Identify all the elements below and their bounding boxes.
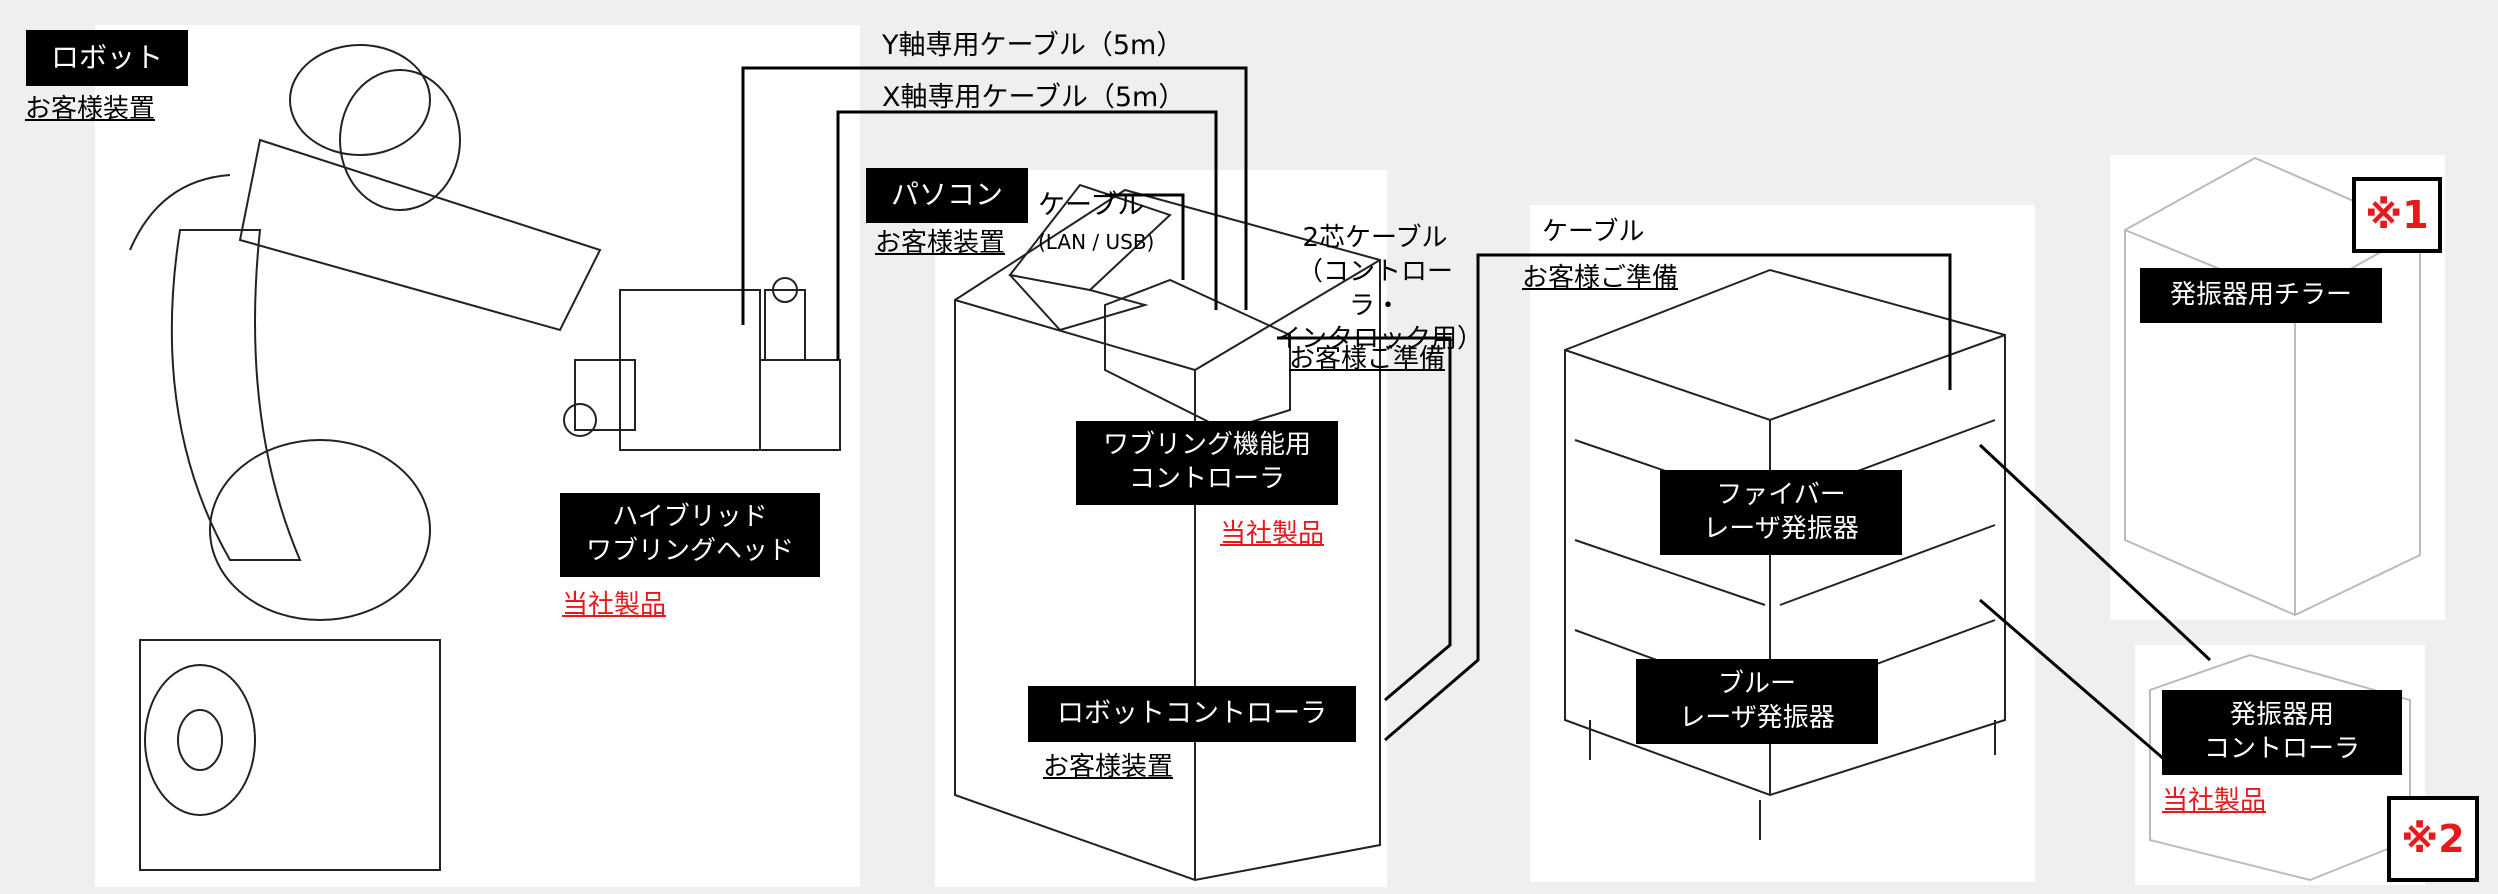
oscillator-rack: [1564, 268, 2006, 797]
osc-ctrl-label: 発振器用 コントローラ: [2162, 690, 2402, 775]
lan-usb-cable-small: (LAN / USB): [1038, 230, 1155, 255]
osc-ctrl-owner-note: 当社製品: [2162, 786, 2267, 816]
osc-ctrl-cable-2: [1979, 598, 2166, 762]
x-axis-cable: [836, 110, 1218, 360]
note-2-badge: ※2: [2387, 796, 2479, 882]
robot-base: [139, 639, 441, 871]
two-core-cable-owner-note: お客様ご準備: [1289, 344, 1446, 374]
robot-ctrl-owner-note: お客様装置: [1043, 752, 1174, 782]
pc-owner-note: お客様装置: [875, 228, 1006, 258]
laptop: [1008, 183, 1172, 292]
robot-owner-note: お客様装置: [25, 94, 156, 124]
two-core-cable: [1277, 336, 1452, 702]
robot-waist: [209, 439, 431, 621]
chiller-label: 発振器用チラー: [2140, 268, 2382, 323]
robot-lower-arm: [170, 229, 302, 561]
two-core-cable-label: 2芯ケーブル （コントローラ・ インタロック用）: [1275, 223, 1484, 355]
y-axis-cable: [741, 66, 1248, 325]
y-axis-cable-label: Y軸専用ケーブル（5m）: [882, 30, 1184, 61]
osc-ctrl-cable-1: [1978, 443, 2212, 662]
robot-upper-arm: [238, 138, 602, 332]
wobble-ctrl-owner-note: 当社製品: [1220, 519, 1325, 549]
lan-usb-cable-label: ケーブル (LAN / USB): [1038, 153, 1154, 258]
chiller-box: [2124, 156, 2421, 617]
robot-ctrl-label: ロボットコントローラ: [1028, 686, 1356, 742]
wobble-ctrl-box: [1104, 278, 1291, 432]
robot-label: ロボット: [26, 30, 188, 86]
fiber-laser-label: ファイバー レーザ発振器: [1660, 470, 1902, 555]
head-owner-note: 当社製品: [562, 590, 667, 620]
pc-panel: [935, 170, 1387, 887]
robot-shoulder: [289, 44, 431, 156]
right-cable-owner-note: お客様ご準備: [1522, 263, 1679, 293]
right-cable-label: ケーブル: [1542, 217, 1645, 247]
blue-laser-label: ブルー レーザ発振器: [1636, 659, 1878, 744]
wobbling-head: [619, 289, 761, 451]
head-label: ハイブリッド ワブリングヘッド: [560, 493, 820, 577]
lan-usb-cable: [1105, 193, 1185, 280]
wobble-ctrl-label: ワブリング機能用 コントローラ: [1076, 421, 1338, 505]
robot-base-disc: [144, 664, 256, 816]
note-1-badge: ※1: [2352, 177, 2442, 253]
pc-cabinet: [954, 188, 1381, 882]
lan-usb-cable-main: ケーブル: [1038, 190, 1145, 222]
x-axis-cable-label: X軸専用ケーブル（5m）: [882, 82, 1186, 113]
pc-label: パソコン: [866, 168, 1028, 223]
